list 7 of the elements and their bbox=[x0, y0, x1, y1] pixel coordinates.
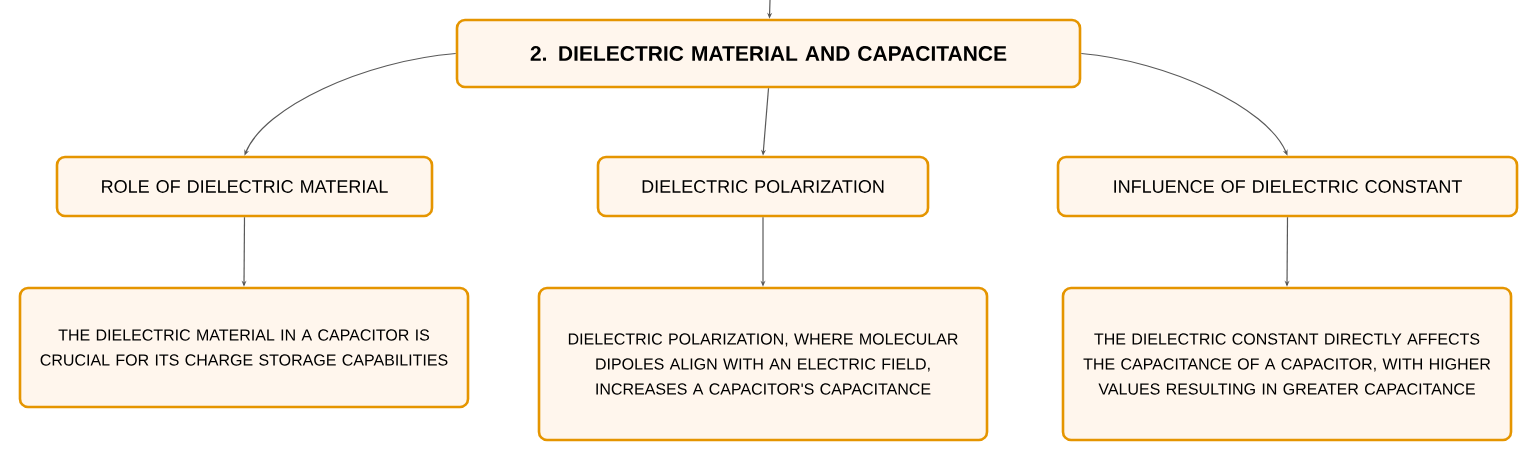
topic-box: DIELECTRIC POLARIZATION bbox=[596, 155, 930, 218]
description-box: THE DIELECTRIC CONSTANT DIRECTLY AFFECTS THE CAPACITANCE OF A CAPACITOR, WITH HIGHER VALUES RESULTING IN GREATER CAPACITANCE bbox=[1061, 286, 1513, 442]
description-box: THE DIELECTRIC MATERIAL IN A CAPACITOR IS CRUCIAL FOR ITS CHARGE STORAGE CAPABILITIES bbox=[18, 286, 470, 409]
description-box: DIELECTRIC POLARIZATION, WHERE MOLECULAR DIPOLES ALIGN WITH AN ELECTRIC FIELD, INCREASES A CAPACITOR'S CAPACITANCE bbox=[537, 286, 989, 442]
topic-box: ROLE OF DIELECTRIC MATERIAL bbox=[55, 155, 434, 218]
topic-box: INFLUENCE OF DIELECTRIC CONSTANT bbox=[1056, 155, 1519, 218]
title-box: 2. DIELECTRIC MATERIAL AND CAPACITANCE bbox=[455, 18, 1082, 89]
